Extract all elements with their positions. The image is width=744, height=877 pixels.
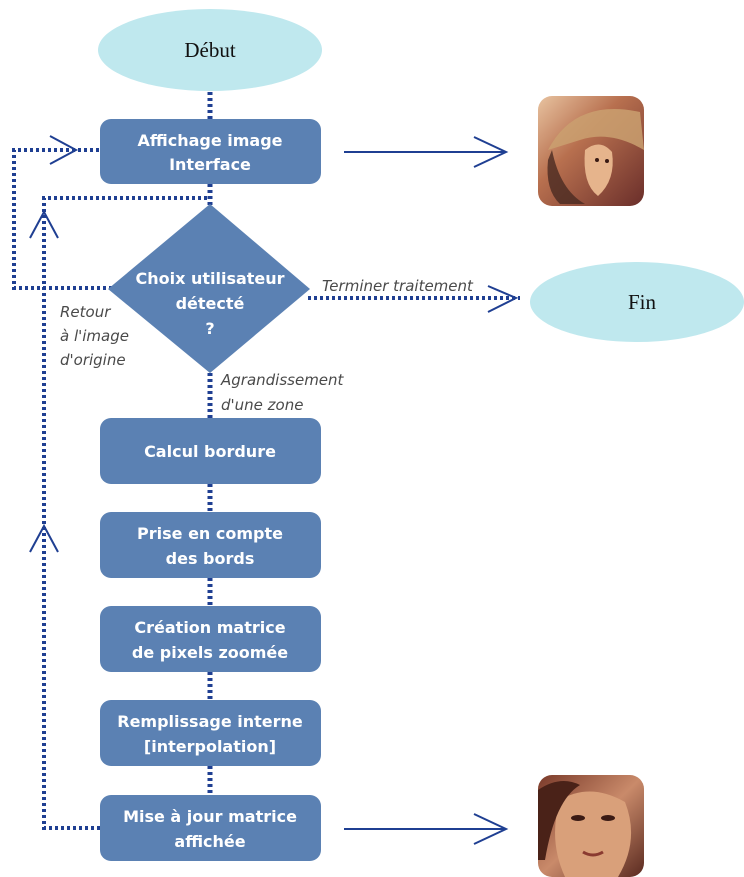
step-border-line-1: Calcul bordure xyxy=(144,442,276,461)
step-display-line-2: Interface xyxy=(169,155,251,174)
step-matrix-line-1: Création matrice xyxy=(134,618,285,637)
step-display-image: Affichage image Interface xyxy=(100,119,321,184)
label-reset-line-2: à l'image xyxy=(60,327,129,345)
step-border: Calcul bordure xyxy=(100,418,321,484)
loop-update-to-decision xyxy=(42,196,210,830)
decision-line-3: ? xyxy=(205,319,214,338)
step-fill-line-1: Remplissage interne xyxy=(117,712,303,731)
loop-up-arrowhead-1 xyxy=(29,209,59,239)
lena-zoomed-image xyxy=(538,775,644,877)
step-edges-line-1: Prise en compte xyxy=(137,524,283,543)
decision-user-choice: Choix utilisateur détecté ? xyxy=(108,204,310,373)
step-update-line-1: Mise à jour matrice xyxy=(123,807,297,826)
start-label: Début xyxy=(184,38,235,62)
start-node: Début xyxy=(98,9,322,91)
step-display-line-1: Affichage image xyxy=(137,131,282,150)
step-fill-line-2: [interpolation] xyxy=(144,737,276,756)
arrow-display-head xyxy=(473,136,509,168)
arrow-update-head xyxy=(473,813,509,845)
step-fill: Remplissage interne [interpolation] xyxy=(100,700,321,766)
label-reset-line-3: d'origine xyxy=(60,351,126,369)
end-arrowhead xyxy=(487,285,519,313)
label-zoom-line-1: Agrandissement xyxy=(220,371,345,389)
end-label: Fin xyxy=(628,290,657,314)
loop-up-arrowhead-2 xyxy=(29,523,59,553)
end-node: Fin xyxy=(530,262,744,342)
label-reset-line-1: Retour xyxy=(60,303,111,321)
step-update: Mise à jour matrice affichée xyxy=(100,795,321,861)
lena-full-image xyxy=(538,96,644,206)
decision-line-1: Choix utilisateur xyxy=(135,269,284,288)
step-matrix-line-2: de pixels zoomée xyxy=(132,643,288,662)
step-edges: Prise en compte des bords xyxy=(100,512,321,578)
label-zoom-line-2: d'une zone xyxy=(221,396,303,414)
step-edges-line-2: des bords xyxy=(166,549,255,568)
label-terminate: Terminer traitement xyxy=(322,277,474,295)
loop-reset-arrowhead xyxy=(49,135,79,165)
step-matrix: Création matrice de pixels zoomée xyxy=(100,606,321,672)
step-update-line-2: affichée xyxy=(174,832,245,851)
decision-line-2: détecté xyxy=(176,294,245,313)
loop-reset-to-original xyxy=(12,148,112,290)
